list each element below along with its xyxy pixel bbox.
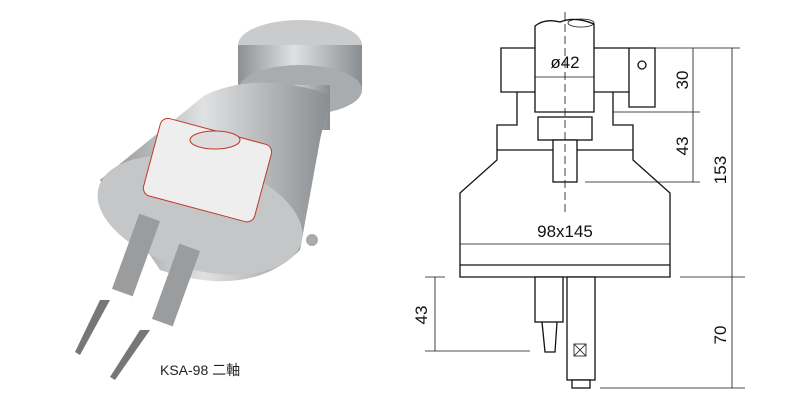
housing-outline	[459, 47, 671, 278]
product-caption: KSA-98 二軸	[160, 362, 241, 378]
logo-badge	[189, 130, 241, 150]
shaft-section-hatch	[567, 18, 595, 28]
spindle-shaft	[534, 18, 595, 113]
tool-left	[75, 213, 161, 355]
dim-tool-left: 43	[412, 306, 431, 325]
tool-holder-right	[566, 276, 596, 381]
dim-body-size: 98x145	[537, 222, 593, 241]
tool-right	[110, 243, 201, 380]
square-drive-icon	[573, 343, 587, 357]
dim-top-flange: 30	[673, 71, 692, 90]
dim-tool-length: 70	[711, 326, 730, 345]
tool-holder-left	[534, 276, 564, 323]
mount-hole	[637, 60, 647, 70]
grease-fitting	[306, 234, 318, 246]
dimension-lines	[425, 47, 745, 389]
tool-taper-left	[541, 321, 558, 353]
dim-neck: 43	[673, 137, 692, 156]
dim-shaft-diameter: ø42	[550, 53, 579, 72]
dim-total-height: 153	[711, 156, 730, 184]
